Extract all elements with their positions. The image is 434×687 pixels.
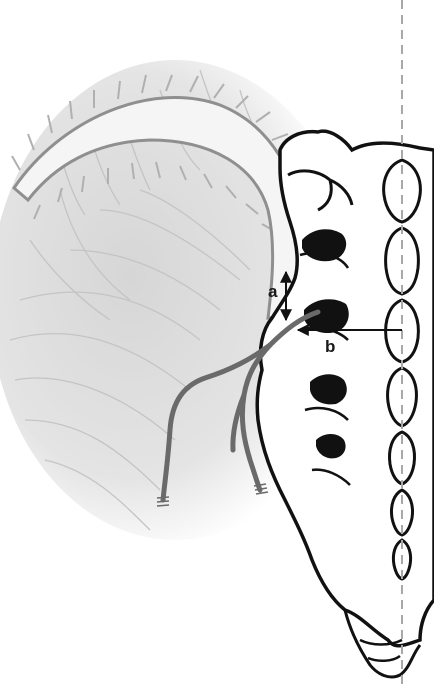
label-b: b bbox=[325, 337, 335, 356]
label-a: a bbox=[268, 282, 278, 301]
